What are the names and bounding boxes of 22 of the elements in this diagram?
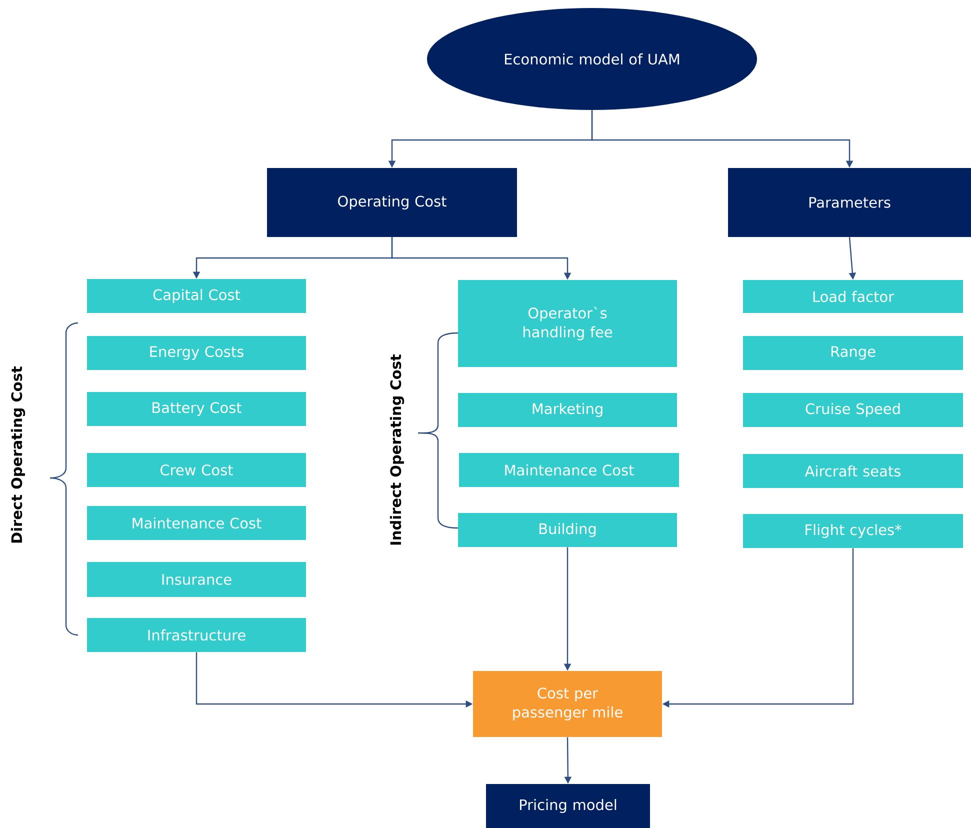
item-box: Load factor bbox=[743, 280, 963, 313]
item-box: Aircraft seats bbox=[743, 454, 963, 488]
item-box: Insurance bbox=[87, 562, 306, 597]
item-box: Battery Cost bbox=[87, 392, 306, 426]
item-box: Infrastructure bbox=[87, 618, 306, 652]
item-box: Flight cycles* bbox=[743, 514, 963, 548]
side-label: Direct Operating Cost bbox=[10, 366, 26, 543]
title-box: Operating Cost bbox=[267, 168, 517, 237]
item-box: Cruise Speed bbox=[743, 393, 963, 427]
item-box: Capital Cost bbox=[87, 279, 306, 313]
item-box: Marketing bbox=[458, 393, 677, 427]
side-label: Indirect Operating Cost bbox=[390, 354, 404, 545]
item-box: Maintenance Cost bbox=[87, 506, 306, 540]
item-box: Crew Cost bbox=[87, 453, 306, 487]
item-box: Range bbox=[743, 336, 963, 370]
item-box: Maintenance Cost bbox=[459, 453, 679, 487]
result-box: Cost per passenger mile bbox=[473, 671, 662, 737]
item-box: Building bbox=[458, 513, 677, 547]
title-box: Pricing model bbox=[486, 784, 650, 828]
item-box: Operator`s handling fee bbox=[458, 280, 677, 367]
title-box: Parameters bbox=[728, 168, 971, 237]
item-box: Energy Costs bbox=[87, 336, 306, 370]
